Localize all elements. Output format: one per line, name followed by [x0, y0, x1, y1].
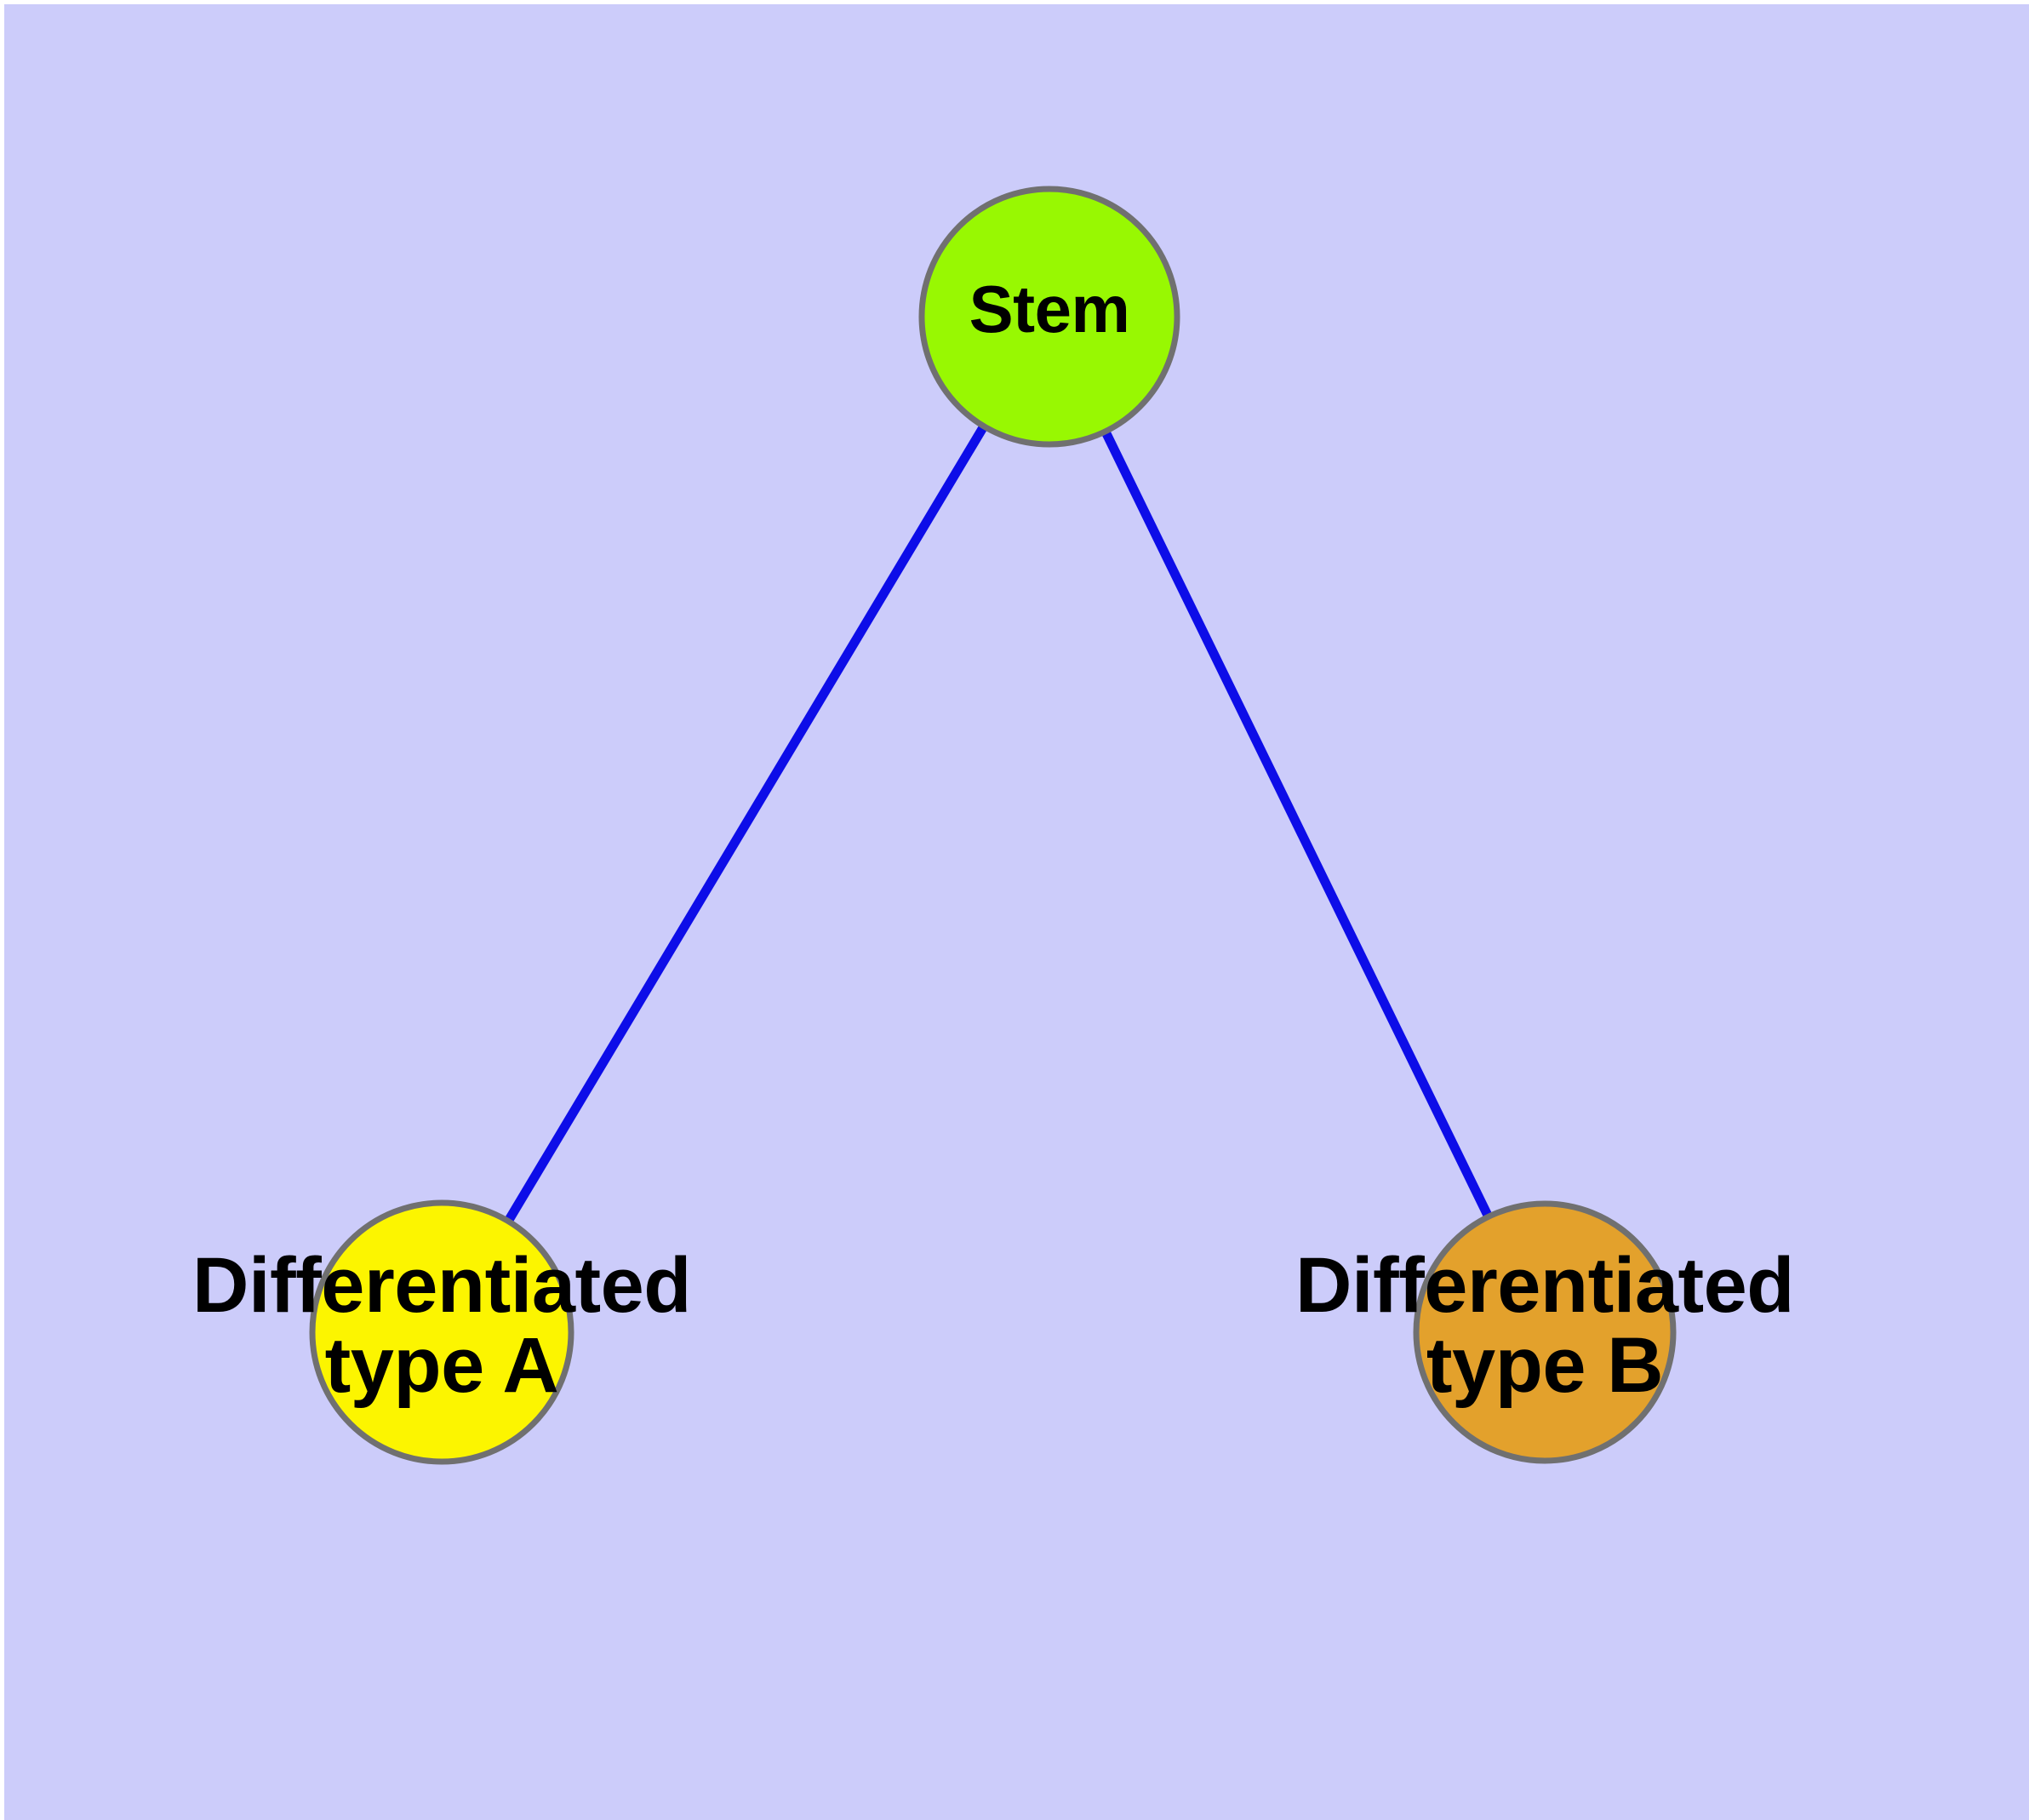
node-type-a[interactable] [309, 1199, 574, 1465]
edge-layer [437, 314, 1549, 1335]
node-layer [309, 186, 1677, 1465]
edge-stem-to-type-a [437, 314, 1054, 1335]
node-stem[interactable] [918, 186, 1180, 448]
edge-stem-to-type-b [1045, 314, 1549, 1335]
node-type-b[interactable] [1413, 1200, 1677, 1464]
